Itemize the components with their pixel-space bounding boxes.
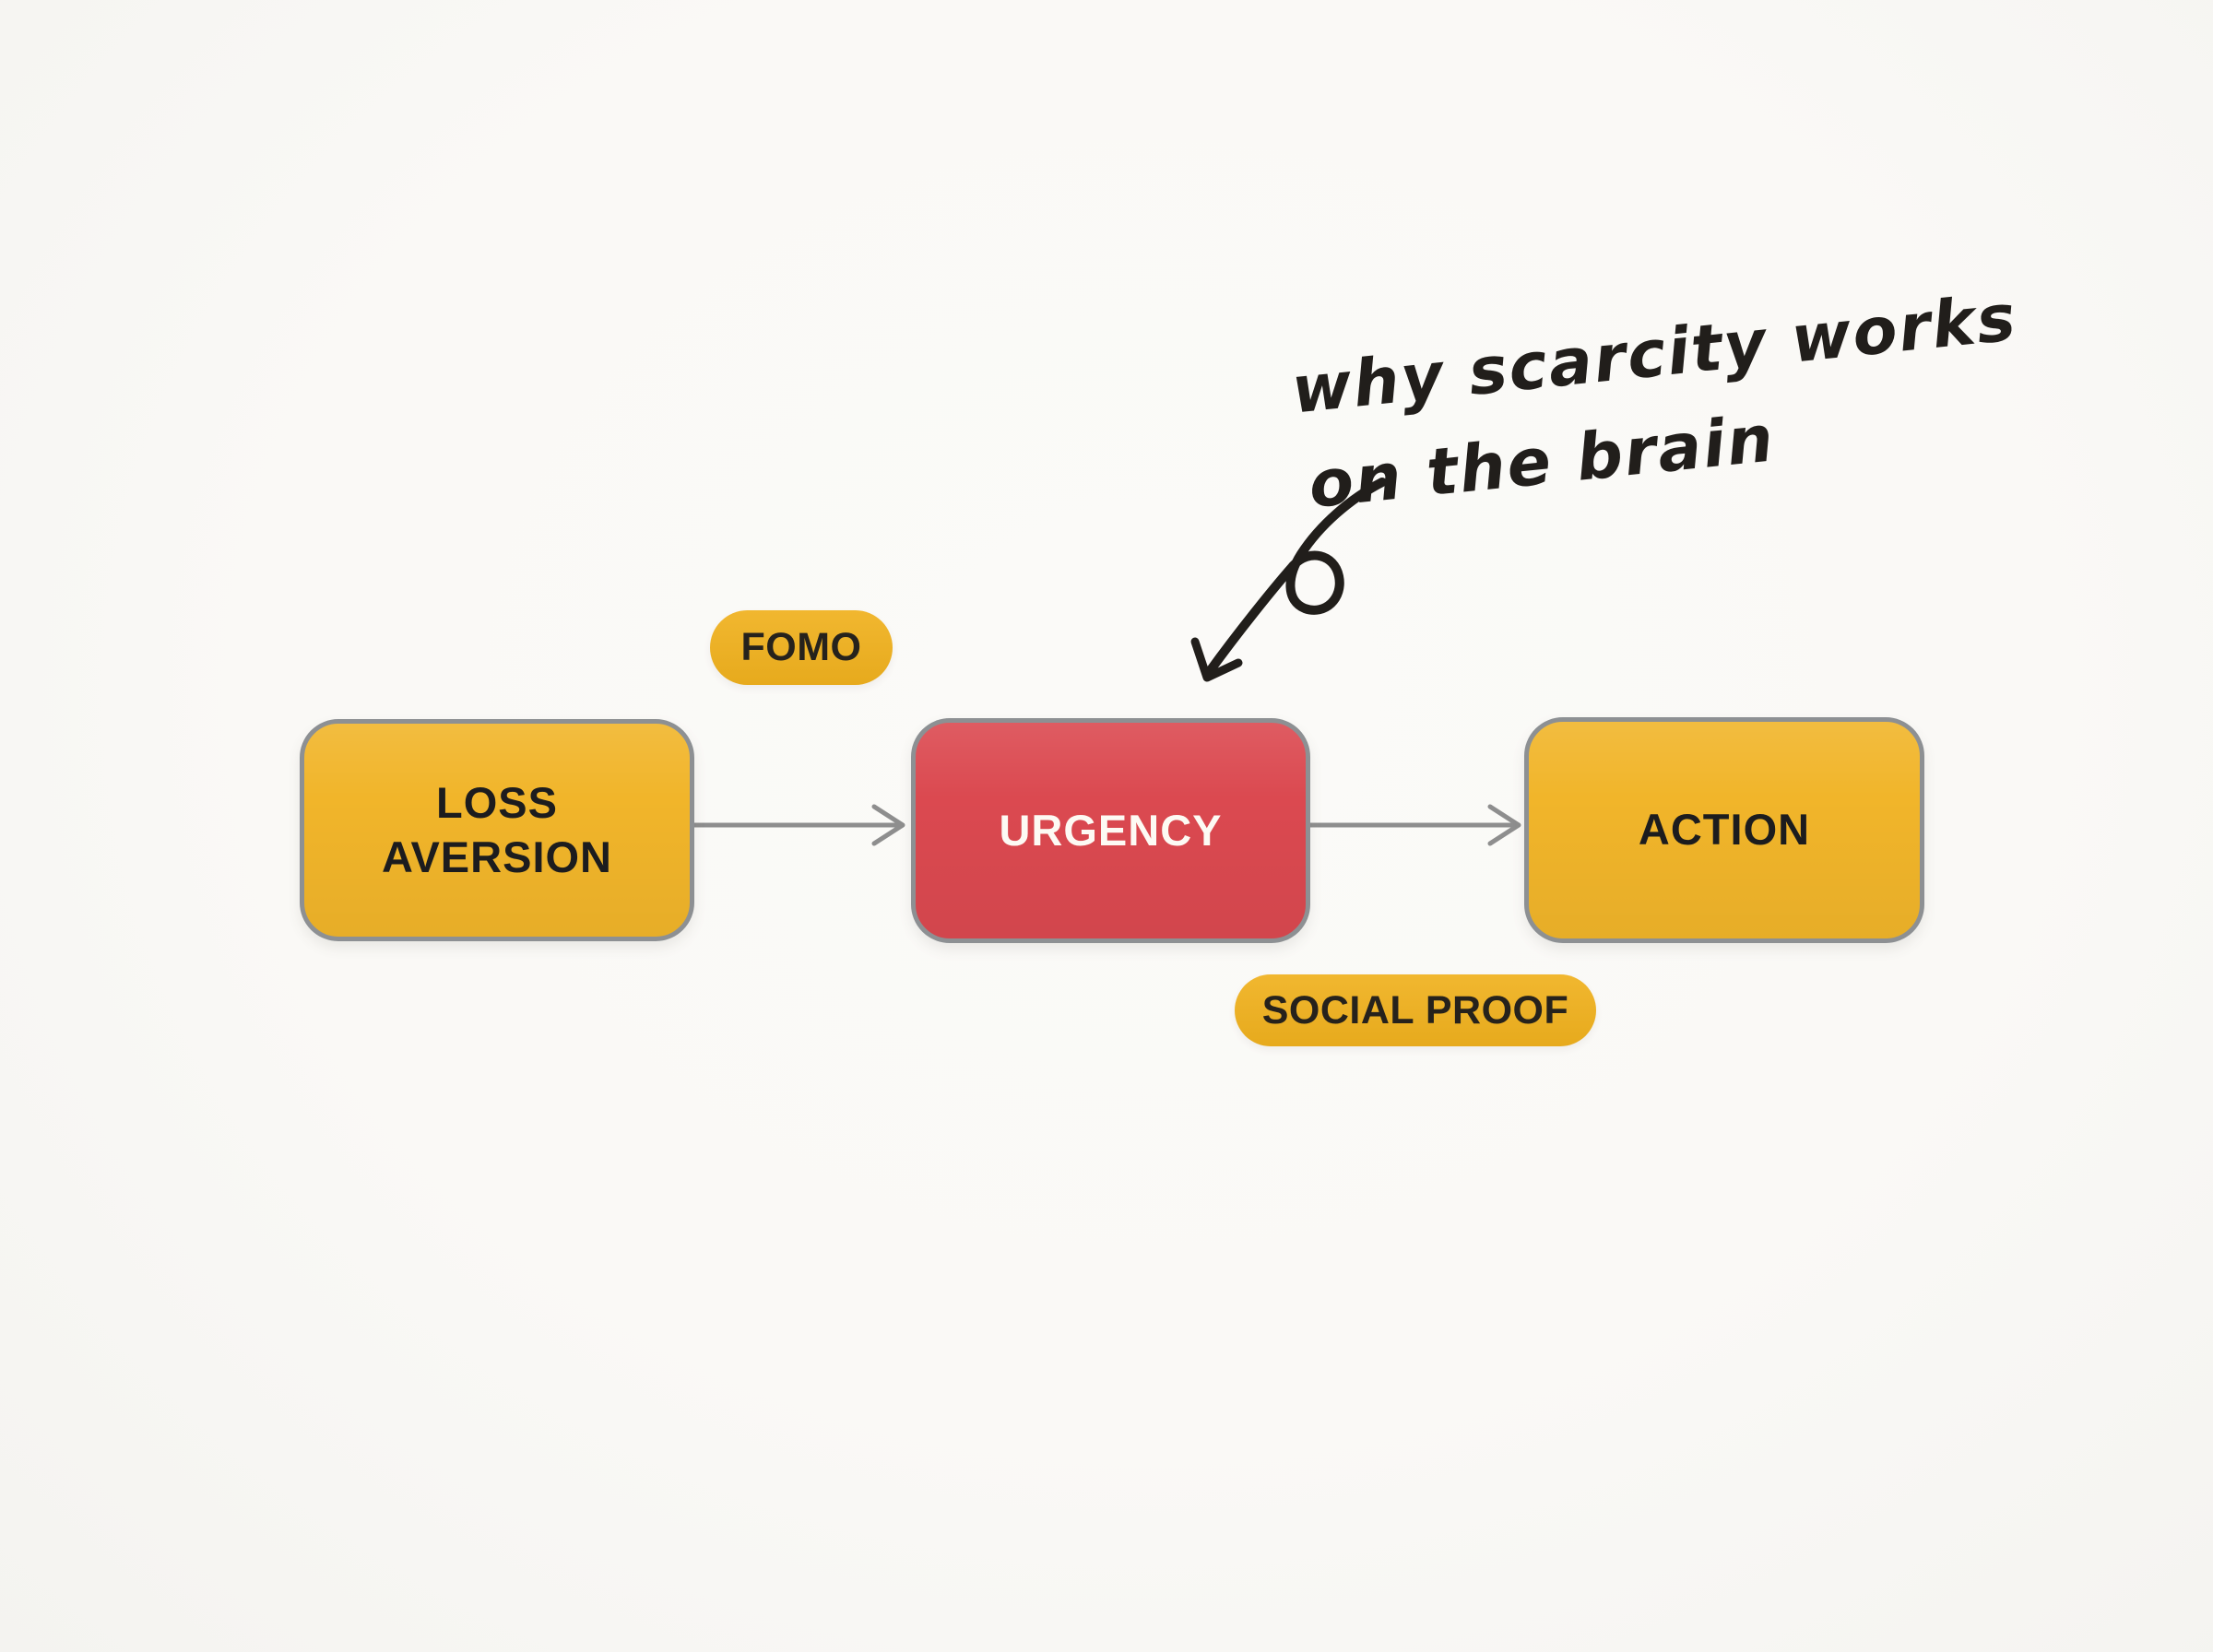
node-action-label: ACTION — [1638, 805, 1811, 855]
badge-fomo: FOMO — [710, 610, 893, 685]
node-loss-aversion-label: LOSS AVERSION — [382, 778, 612, 881]
badge-fomo-label: FOMO — [740, 625, 862, 669]
connector-arrow-loss-to-urgency — [685, 804, 905, 846]
node-urgency-label: URGENCY — [999, 805, 1223, 855]
node-loss-aversion: LOSS AVERSION — [300, 719, 694, 941]
annotation-note: why scarcity works on the brain — [1287, 269, 2031, 534]
connector-arrow-urgency-to-action — [1301, 804, 1521, 846]
node-action: ACTION — [1524, 717, 1924, 943]
badge-social-proof-label: SOCIAL PROOF — [1261, 987, 1569, 1032]
badge-social-proof: SOCIAL PROOF — [1235, 974, 1596, 1046]
node-urgency: URGENCY — [911, 718, 1310, 943]
